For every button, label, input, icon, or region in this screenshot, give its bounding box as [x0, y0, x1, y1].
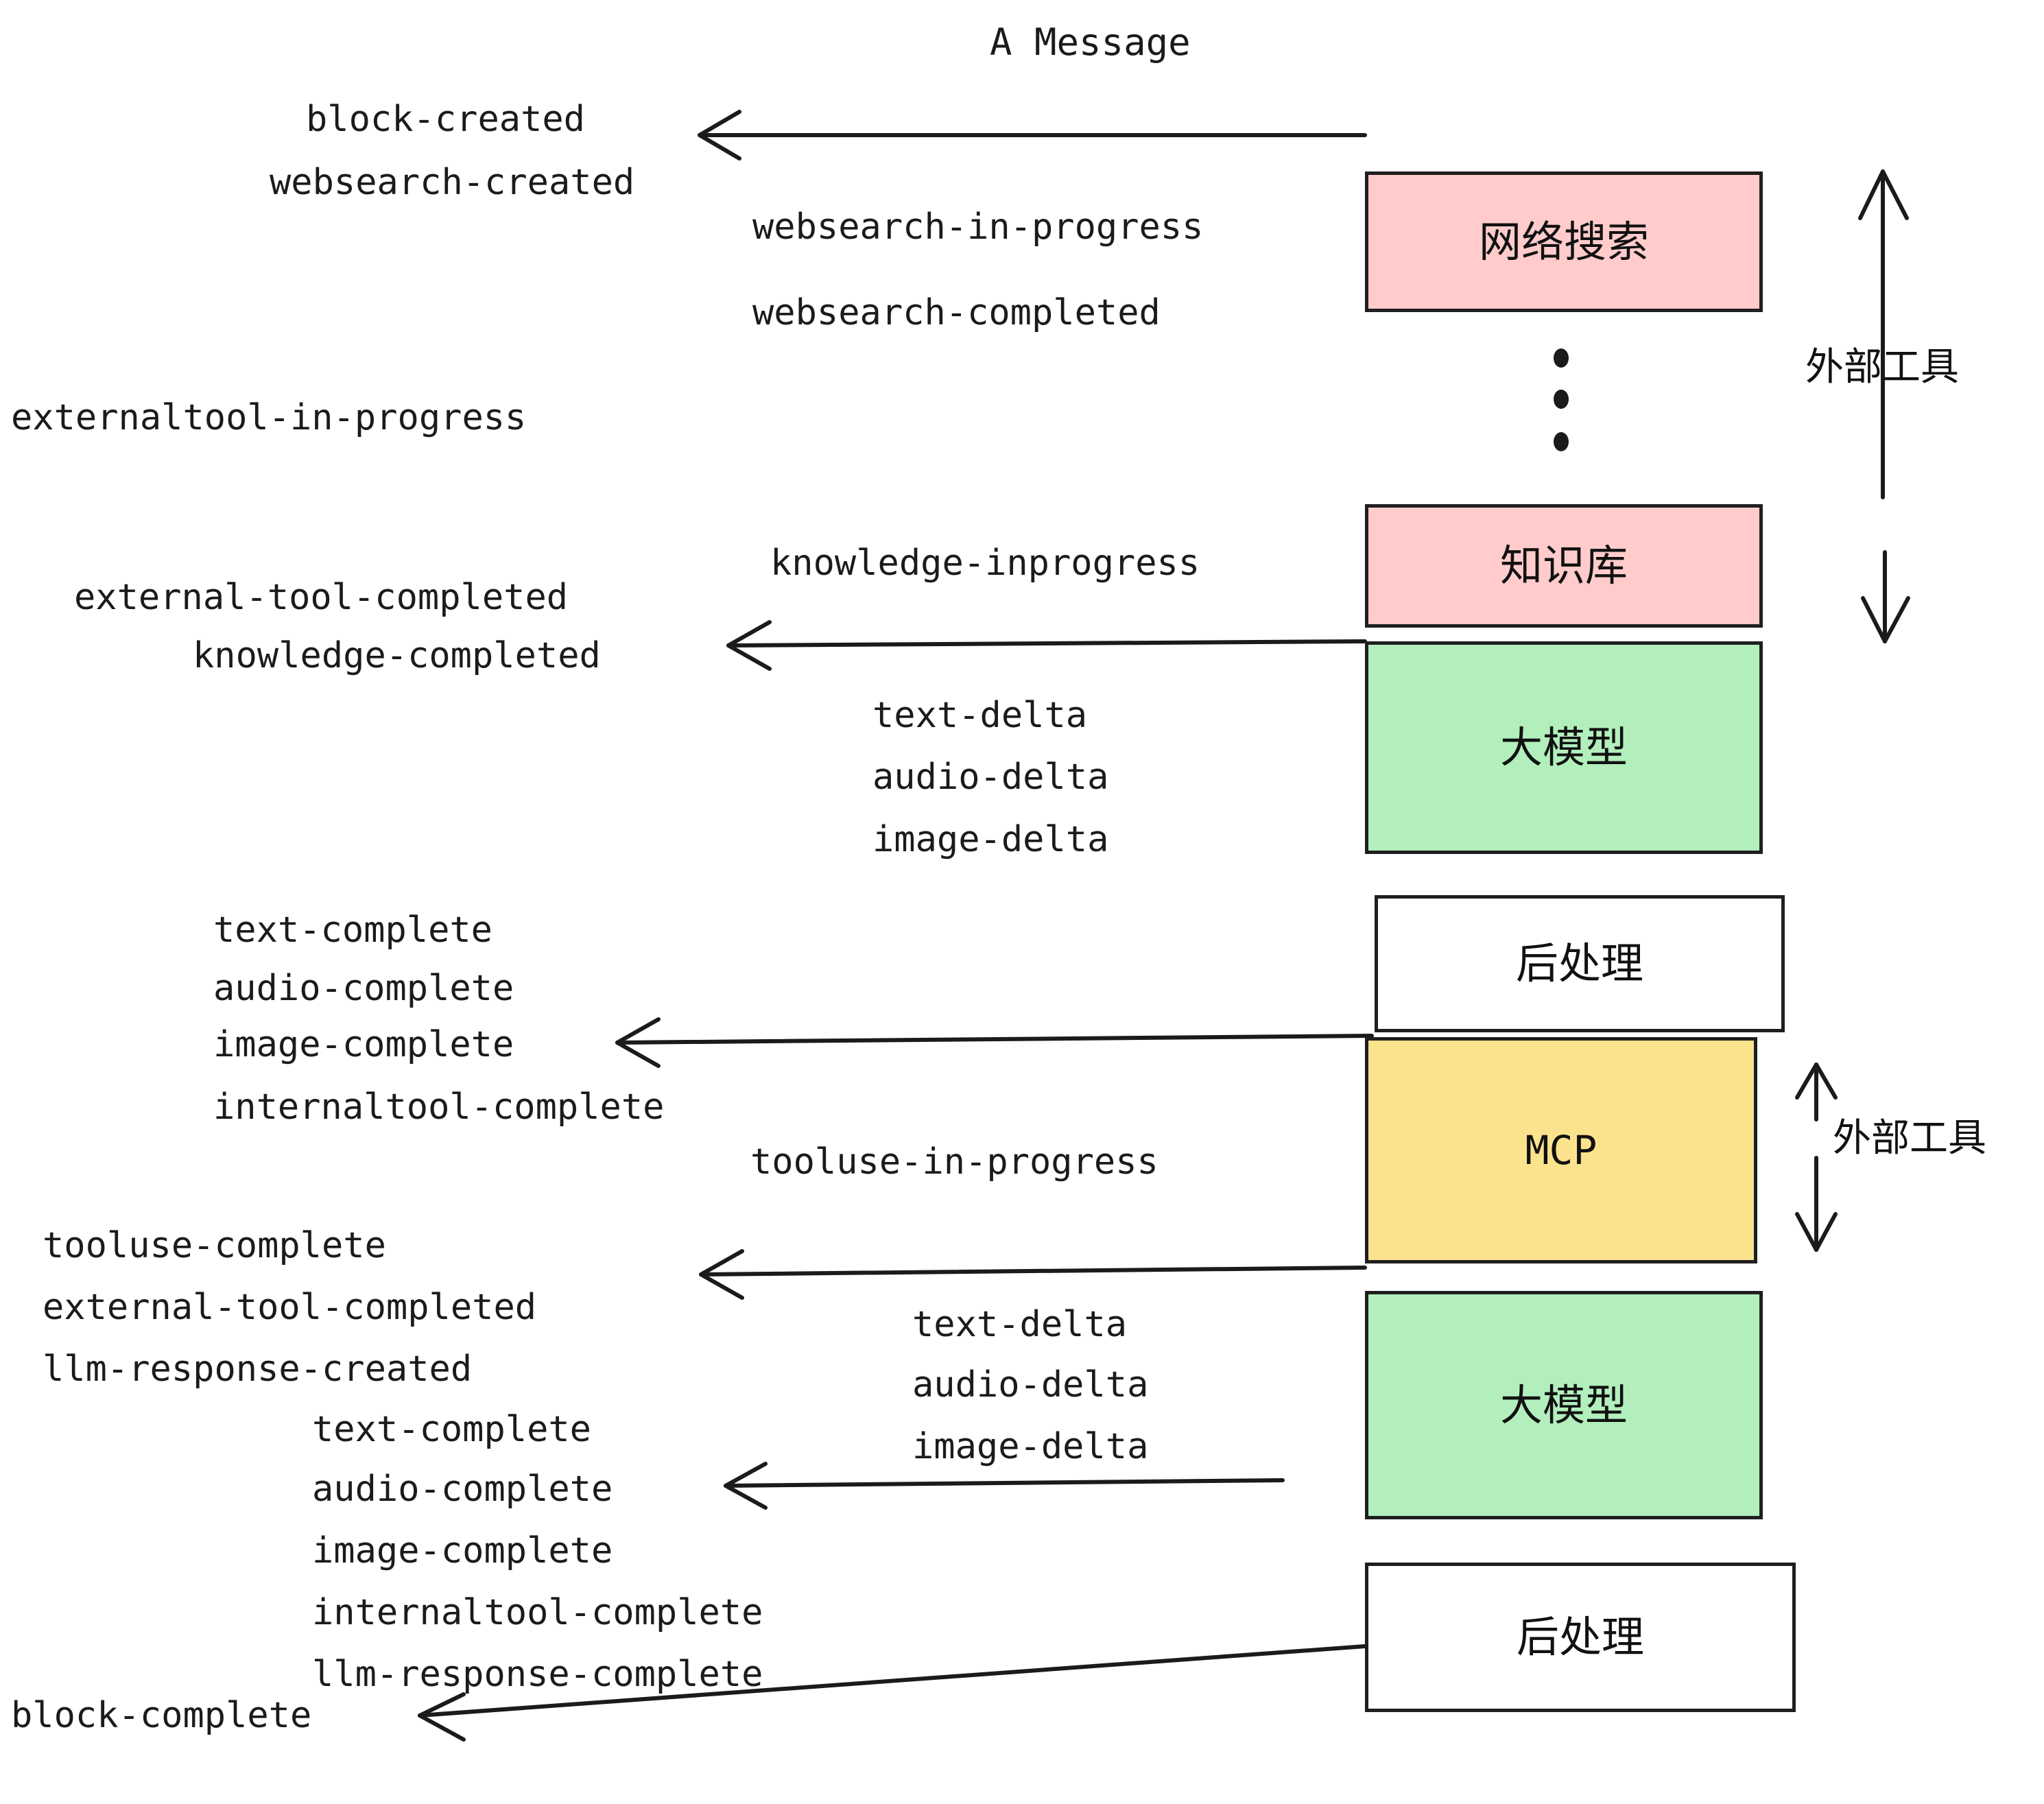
side-label-external-tools-top: 外部工具 [1805, 345, 1959, 390]
event-knowledge-inprogress: knowledge-inprogress [770, 543, 1200, 584]
event-knowledge-completed: knowledge-completed [193, 635, 601, 676]
event-llm-response-complete: llm-response-complete [312, 1654, 763, 1695]
node-llm-2-label: 大模型 [1499, 1379, 1628, 1430]
event-text-delta-1: text-delta [872, 695, 1088, 736]
node-llm-2[interactable]: 大模型 [1365, 1291, 1763, 1519]
node-mcp[interactable]: MCP [1365, 1037, 1757, 1263]
event-audio-delta-1: audio-delta [872, 757, 1109, 798]
node-postprocess-1[interactable]: 后处理 [1375, 895, 1785, 1032]
node-mcp-label: MCP [1525, 1127, 1597, 1174]
event-external-tool-completed-2: external-tool-completed [43, 1287, 537, 1328]
node-llm-1[interactable]: 大模型 [1365, 641, 1763, 854]
event-block-complete: block-complete [11, 1695, 312, 1736]
node-websearch[interactable]: 网络搜索 [1365, 171, 1763, 312]
node-postprocess-2[interactable]: 后处理 [1365, 1563, 1796, 1712]
event-text-complete-2: text-complete [312, 1409, 591, 1450]
node-postprocess-1-label: 后处理 [1515, 938, 1643, 988]
event-internaltool-complete-2: internaltool-complete [312, 1592, 763, 1633]
side-label-external-tools-bottom: 外部工具 [1833, 1116, 1986, 1161]
node-knowledge[interactable]: 知识库 [1365, 504, 1763, 628]
event-text-complete-1: text-complete [213, 910, 492, 951]
event-image-delta-1: image-delta [872, 819, 1109, 860]
event-image-complete-1: image-complete [213, 1024, 514, 1065]
event-llm-response-created: llm-response-created [43, 1349, 473, 1390]
event-audio-delta-2: audio-delta [912, 1364, 1149, 1405]
event-websearch-in-progress: websearch-in-progress [752, 206, 1204, 248]
node-websearch-label: 网络搜索 [1478, 216, 1649, 267]
event-websearch-created: websearch-created [270, 162, 635, 203]
ellipsis-dot-2 [1554, 390, 1569, 409]
event-tooluse-in-progress: tooluse-in-progress [750, 1141, 1158, 1183]
event-audio-complete-1: audio-complete [213, 968, 514, 1009]
node-llm-1-label: 大模型 [1499, 722, 1628, 772]
node-knowledge-label: 知识库 [1499, 541, 1628, 591]
page-title: A Message [990, 21, 1191, 64]
event-image-complete-2: image-complete [312, 1530, 613, 1571]
ellipsis-dot-3 [1554, 432, 1569, 451]
ellipsis-dot-1 [1554, 348, 1569, 368]
event-audio-complete-2: audio-complete [312, 1469, 613, 1510]
node-postprocess-2-label: 后处理 [1516, 1612, 1644, 1662]
event-external-tool-completed-1: external-tool-completed [74, 577, 569, 618]
event-tooluse-complete: tooluse-complete [43, 1225, 386, 1266]
event-text-delta-2: text-delta [912, 1304, 1128, 1345]
event-externaltool-in-progress: externaltool-in-progress [11, 397, 527, 438]
event-websearch-completed: websearch-completed [752, 292, 1161, 333]
event-image-delta-2: image-delta [912, 1426, 1149, 1467]
event-internaltool-complete-1: internaltool-complete [213, 1087, 665, 1128]
event-block-created: block-created [306, 99, 585, 140]
